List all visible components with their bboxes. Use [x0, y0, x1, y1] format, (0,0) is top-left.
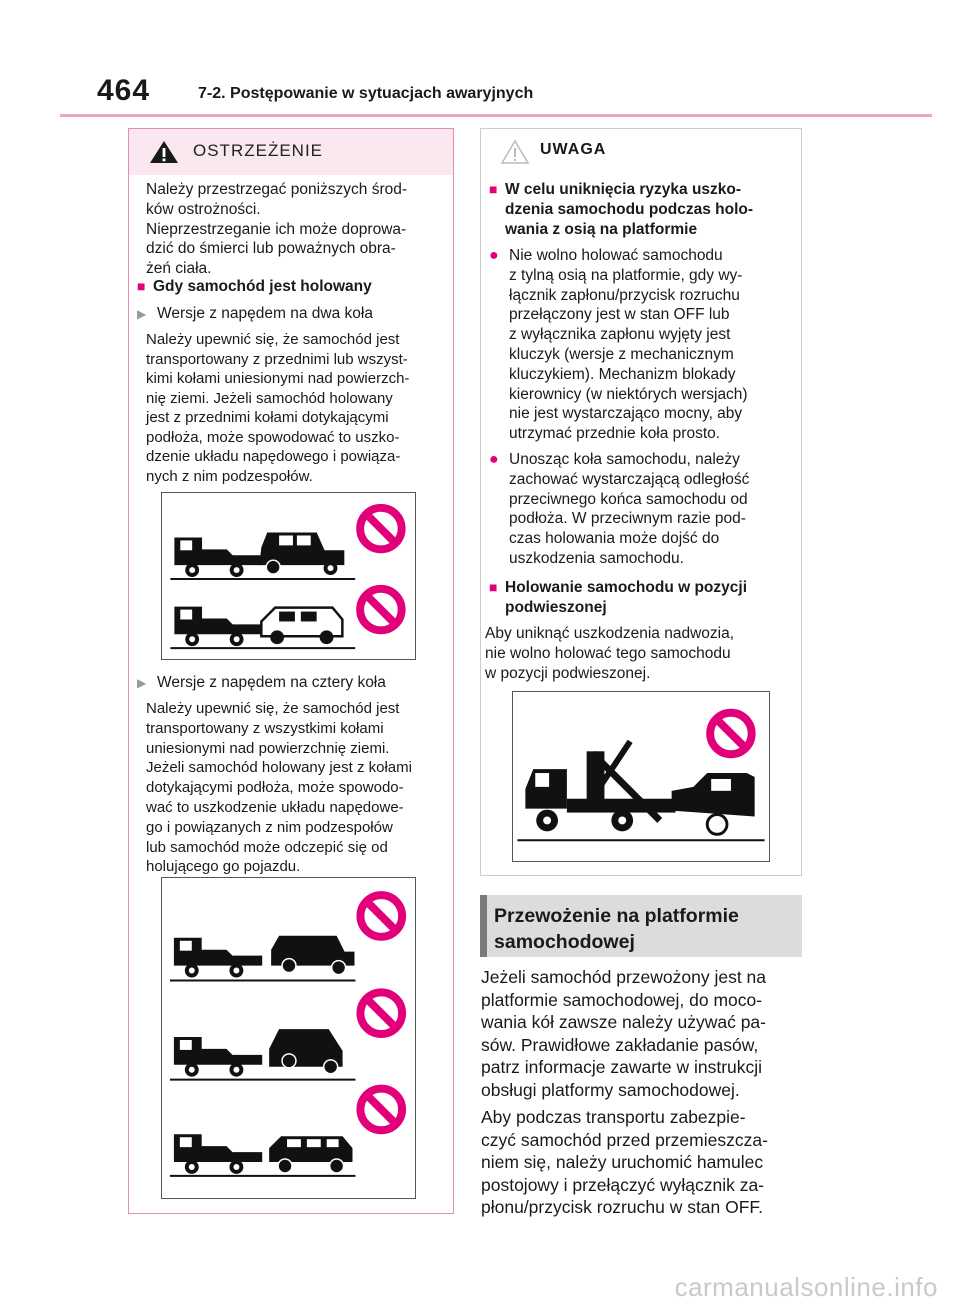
caution-triangle-icon — [500, 139, 530, 164]
warning-box — [128, 128, 454, 1214]
prohibited-sign-icon — [356, 988, 407, 1038]
warning-header — [129, 129, 453, 175]
warning-heading: ■Gdy samochód jest holowany — [137, 278, 372, 295]
prohibited-sign-icon — [356, 584, 406, 635]
platform-heading-box — [480, 895, 802, 957]
notice-label: UWAGA — [540, 141, 607, 158]
page-number: 464 — [97, 74, 151, 107]
section-title: 7-2. Postępowanie w sytuacjach awaryjnyc… — [198, 85, 534, 102]
illustration-wrecker-towing — [512, 691, 770, 862]
warning-sub-4wd: ▶Wersje z napędem na cztery koła — [137, 674, 386, 691]
warning-sub-2wd: ▶Wersje z napędem na dwa koła — [137, 305, 373, 322]
header-rule — [60, 114, 932, 117]
illustration-4wd-towing — [161, 877, 416, 1199]
platform-para-2: Aby podczas transportu zabezpie-czyć sam… — [481, 1107, 768, 1218]
notice-heading-suspended: ■Holowanie samochodu w pozycji podwieszo… — [489, 579, 748, 616]
notice-box — [480, 128, 802, 876]
warning-intro: Należy przestrzegać poniższych środ- ków… — [146, 181, 408, 278]
notice-bullet-1: ●Nie wolno holować samochodu z tylną osi… — [489, 247, 748, 443]
prohibited-sign-icon — [356, 891, 407, 941]
prohibited-sign-icon — [706, 708, 756, 759]
prohibited-sign-icon — [356, 1084, 407, 1135]
warning-label: OSTRZEŻENIE — [193, 141, 324, 160]
warning-triangle-icon — [150, 141, 178, 163]
watermark: carmanualsonline.info — [674, 1272, 938, 1302]
prohibited-sign-icon — [356, 503, 406, 554]
illustration-2wd-towing — [161, 492, 416, 660]
notice-bullet-2: ●Unosząc koła samochodu, należy zachować… — [489, 451, 750, 567]
platform-heading: Przewożenie na platformie samochodowej — [494, 905, 739, 953]
notice-heading-platform: ■W celu uniknięcia ryzyka uszko- dzenia … — [489, 181, 754, 238]
notice-para: Aby uniknąć uszkodzenia nadwozia, nie wo… — [485, 625, 735, 682]
